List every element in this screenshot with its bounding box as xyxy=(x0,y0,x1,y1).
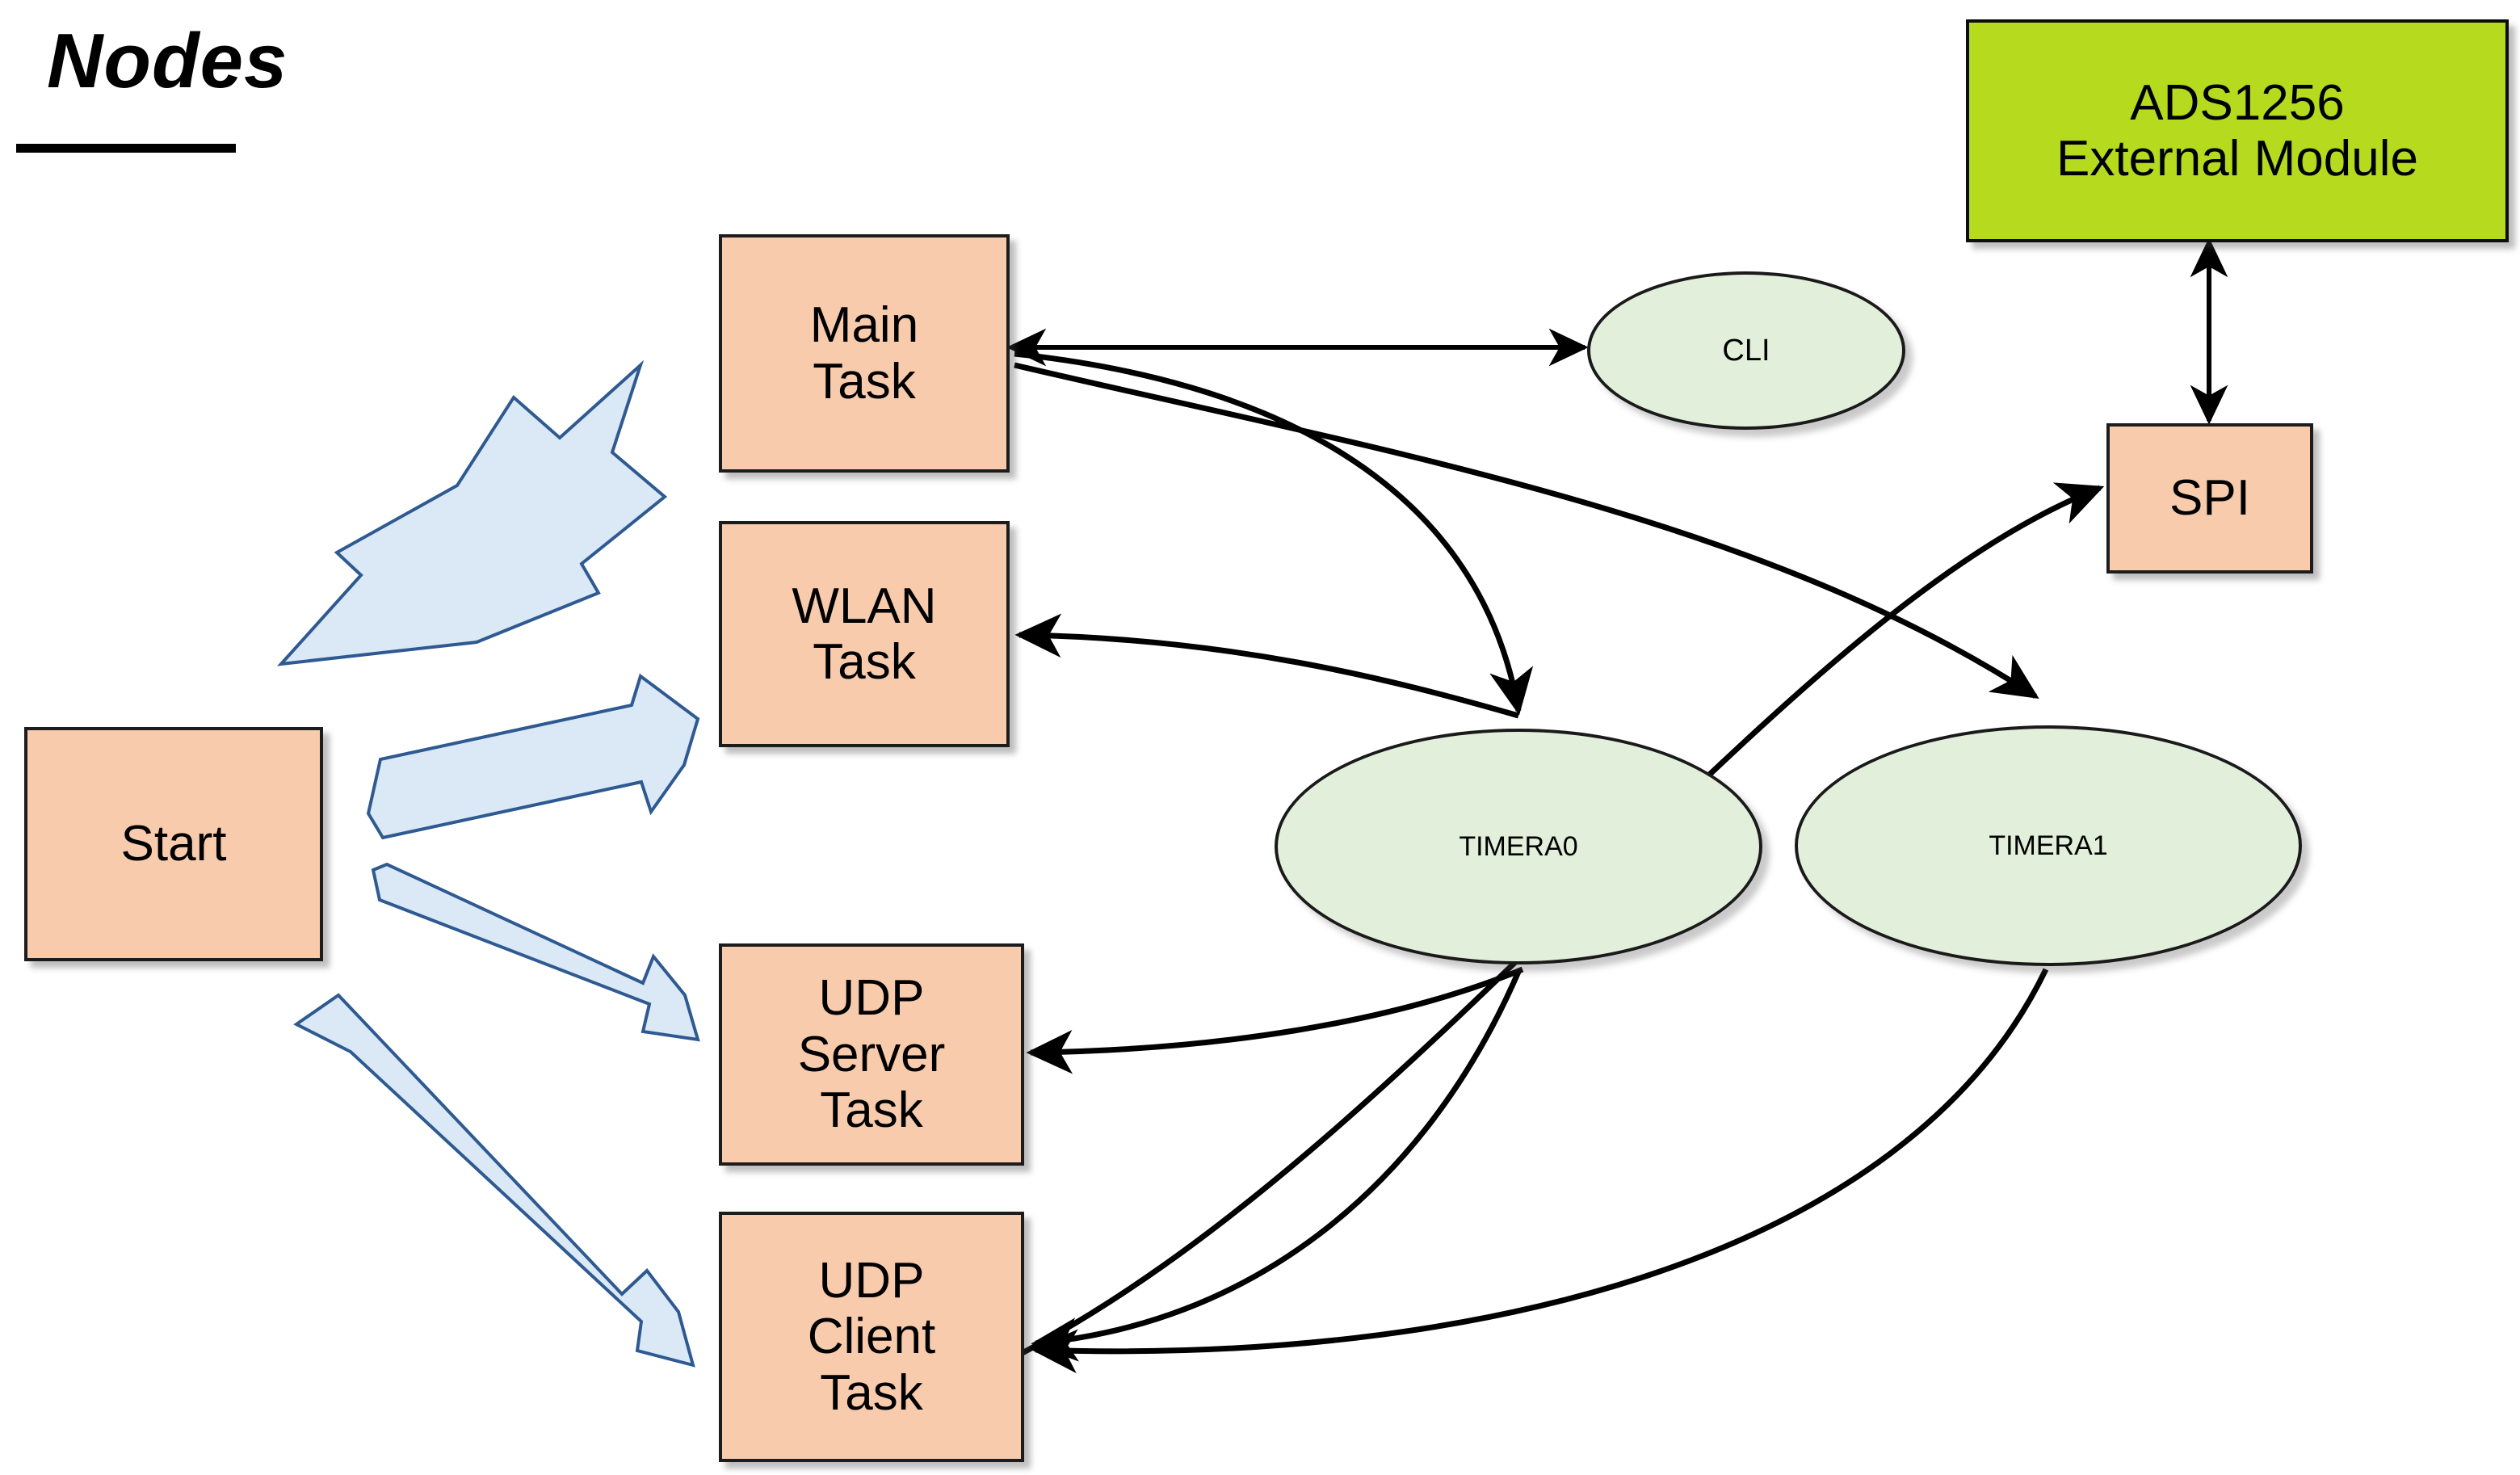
connector-timera1-udp-client-task xyxy=(1031,968,2049,1374)
node-timera1[interactable]: TIMERA1 xyxy=(1795,725,2302,966)
spawn-arrow-wlan-task xyxy=(366,673,700,840)
connector-main-task-timera1 xyxy=(1014,362,2039,700)
node-udp-client-task[interactable]: UDP Client Task xyxy=(719,1212,1024,1462)
node-udp-server-task[interactable]: UDP Server Task xyxy=(719,943,1024,1166)
connector-main-task-timera0 xyxy=(1014,351,1534,716)
node-ads1256-external-module[interactable]: ADS1256 External Module xyxy=(1966,19,2509,242)
page-title: Nodes xyxy=(47,18,288,104)
node-wlan-task[interactable]: WLAN Task xyxy=(719,521,1010,747)
spawn-arrow-main-task xyxy=(276,359,668,666)
connector-timera0-wlan-task xyxy=(1014,613,1519,719)
node-start[interactable]: Start xyxy=(24,727,323,961)
node-timera0[interactable]: TIMERA0 xyxy=(1275,729,1762,964)
spawn-arrow-udp-server-task xyxy=(371,862,700,1042)
node-main-task[interactable]: Main Task xyxy=(719,234,1010,473)
title-underline xyxy=(16,144,236,153)
connector-timera0-udp-server-task xyxy=(1026,966,1524,1074)
node-cli[interactable]: CLI xyxy=(1587,271,1905,430)
spawn-arrow-udp-client-task xyxy=(293,993,695,1368)
connector-timera0-udp-client-task xyxy=(1031,970,1522,1362)
node-spi[interactable]: SPI xyxy=(2106,423,2313,574)
